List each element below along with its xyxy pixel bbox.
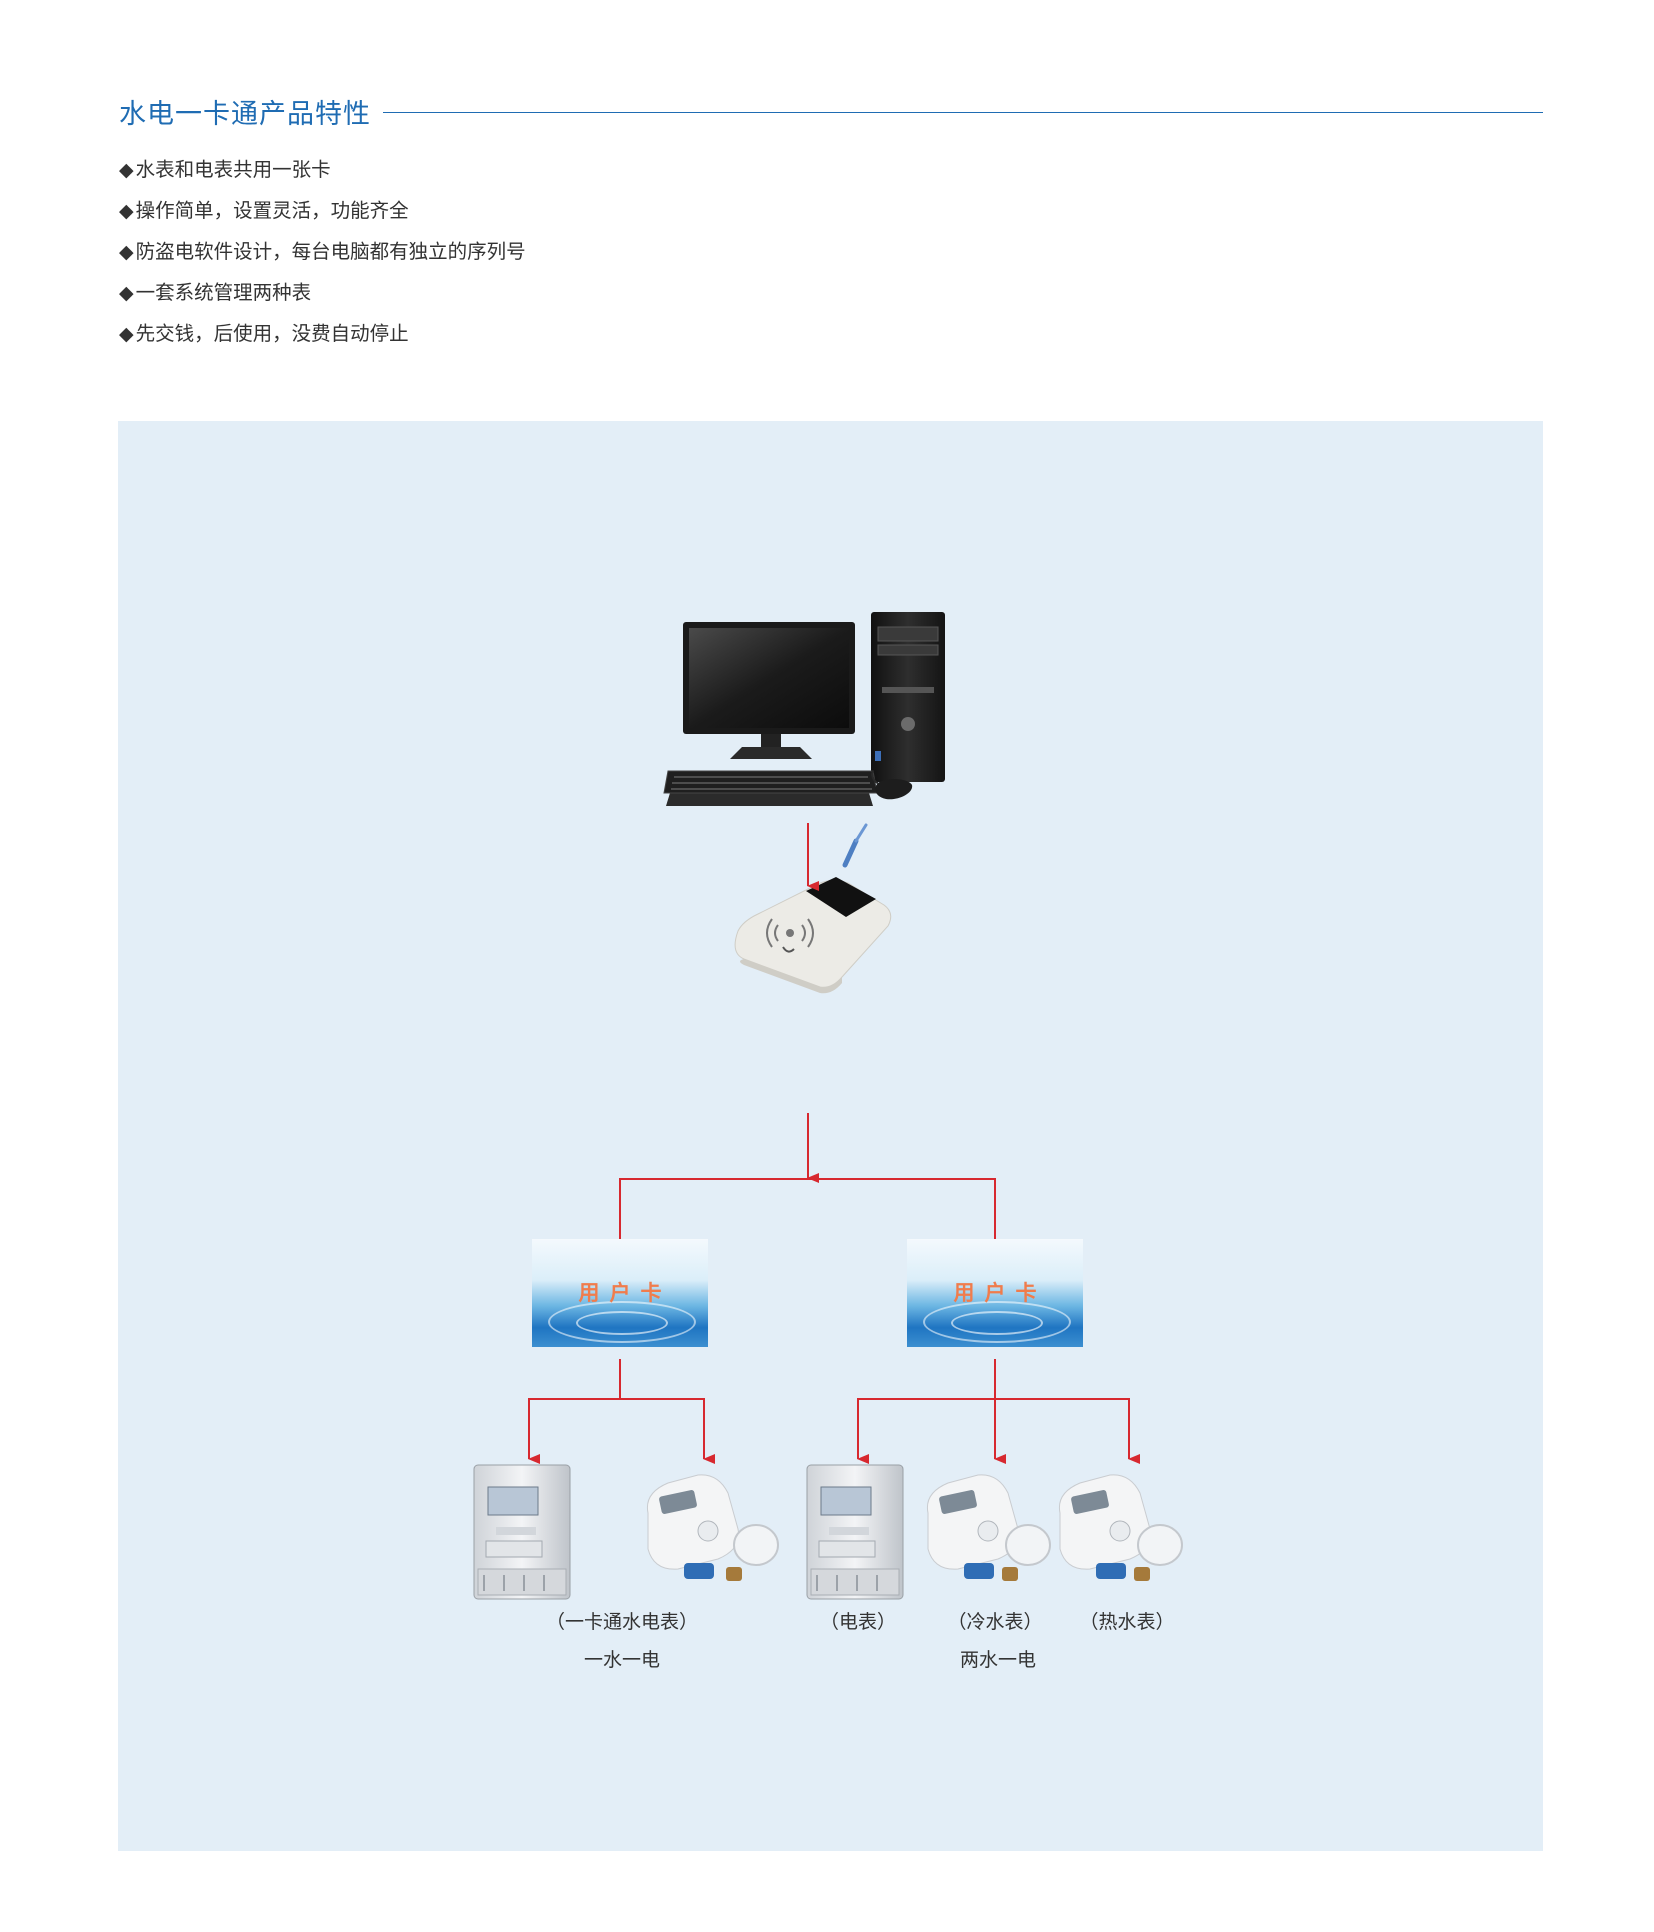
feature-list: ◆水表和电表共用一张卡 ◆操作简单，设置灵活，功能齐全 ◆防盗电软件设计，每台电… <box>119 153 526 358</box>
feature-text: 防盗电软件设计，每台电脑都有独立的序列号 <box>135 240 526 263</box>
caption-combo-meter: （一卡通水电表） <box>545 1611 698 1633</box>
feature-item: ◆防盗电软件设计，每台电脑都有独立的序列号 <box>119 235 526 276</box>
tower <box>871 612 945 782</box>
computer-icon <box>663 612 945 806</box>
branch-to-cards <box>619 1178 996 1244</box>
caption-cold-water: （冷水表） <box>947 1611 1043 1633</box>
diamond-bullet-icon: ◆ <box>119 200 134 222</box>
feature-text: 一套系统管理两种表 <box>135 281 312 304</box>
user-card-left: 用户卡 <box>532 1239 708 1347</box>
right-branch <box>857 1398 1130 1459</box>
section-header: 水电一卡通产品特性 <box>119 92 1543 131</box>
feature-text: 操作简单，设置灵活，功能齐全 <box>135 199 409 222</box>
card-reader-icon <box>734 823 892 994</box>
electric-meter-icon <box>473 1464 571 1600</box>
water-ripple <box>576 1311 668 1335</box>
water-ripple <box>951 1311 1043 1335</box>
water-meter-icon <box>646 1474 779 1581</box>
card-label: 用户卡 <box>578 1281 672 1305</box>
caption-left-group: 一水一电 <box>583 1649 660 1671</box>
caption-electric-meter: （电表） <box>819 1611 896 1633</box>
water-meter-icon <box>1058 1474 1183 1581</box>
keyboard-icon <box>663 770 878 806</box>
diamond-bullet-icon: ◆ <box>119 159 134 181</box>
feature-item: ◆水表和电表共用一张卡 <box>119 153 526 194</box>
feature-item: ◆先交钱，后使用，没费自动停止 <box>119 317 526 358</box>
feature-text: 先交钱，后使用，没费自动停止 <box>135 322 409 345</box>
diamond-bullet-icon: ◆ <box>119 323 134 345</box>
diagram-canvas <box>473 612 1183 1600</box>
caption-right-group: 两水一电 <box>959 1649 1036 1671</box>
connectors <box>528 823 1140 1464</box>
system-diagram: 用户卡 用户卡 （一卡通水电表） 一水一电 （电表） （冷水表） （热水表） 两… <box>118 421 1543 1851</box>
mouse-icon <box>871 770 913 800</box>
feature-item: ◆操作简单，设置灵活，功能齐全 <box>119 194 526 235</box>
caption-hot-water: （热水表） <box>1079 1611 1175 1633</box>
electric-meter-icon <box>806 1464 904 1600</box>
diamond-bullet-icon: ◆ <box>119 282 134 304</box>
water-ripple <box>923 1301 1071 1343</box>
diamond-bullet-icon: ◆ <box>119 241 134 263</box>
feature-item: ◆一套系统管理两种表 <box>119 276 526 317</box>
title-divider <box>383 112 1543 113</box>
water-ripple <box>548 1301 696 1343</box>
card-label: 用户卡 <box>953 1281 1047 1305</box>
feature-text: 水表和电表共用一张卡 <box>135 158 331 181</box>
user-card-right: 用户卡 <box>907 1239 1083 1347</box>
section-title: 水电一卡通产品特性 <box>119 99 371 130</box>
water-meter-icon <box>926 1474 1051 1581</box>
left-branch <box>528 1398 705 1459</box>
monitor <box>683 622 855 759</box>
